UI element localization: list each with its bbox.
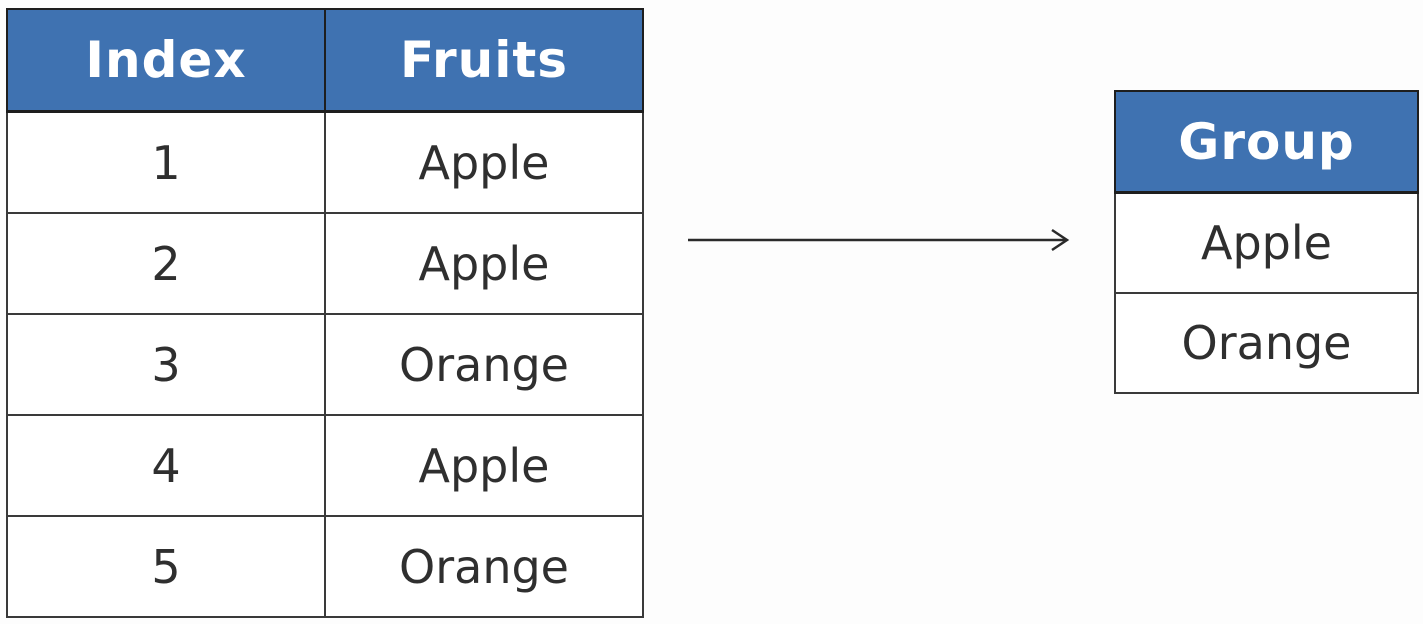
fruit-cell: Orange [324,313,644,416]
source-table: Index Fruits 1 Apple 2 Apple 3 Orange 4 … [6,8,644,618]
table-row: 2 Apple [6,212,644,315]
column-header-group: Group [1114,90,1419,194]
index-cell: 2 [6,212,326,315]
right-arrow-icon [688,228,1070,252]
table-row: 3 Orange [6,313,644,416]
table-row: 4 Apple [6,414,644,517]
group-cell: Apple [1114,191,1419,294]
index-cell: 3 [6,313,326,416]
group-cell: Orange [1114,292,1419,394]
column-header-index: Index [6,8,326,113]
column-header-fruits: Fruits [324,8,644,113]
table-row: 1 Apple [6,110,644,214]
table-row: Apple [1114,191,1419,294]
index-cell: 4 [6,414,326,517]
fruit-cell: Orange [324,515,644,618]
fruit-cell: Apple [324,212,644,315]
source-table-header-row: Index Fruits [6,8,644,113]
fruit-cell: Apple [324,414,644,517]
table-row: 5 Orange [6,515,644,618]
index-cell: 1 [6,110,326,214]
group-table: Group Apple Orange [1114,90,1419,394]
table-row: Orange [1114,292,1419,394]
fruit-cell: Apple [324,110,644,214]
index-cell: 5 [6,515,326,618]
group-table-header-row: Group [1114,90,1419,194]
